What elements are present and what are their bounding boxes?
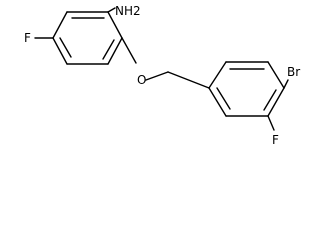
bond bbox=[52, 11, 68, 39]
bond bbox=[208, 87, 227, 117]
bond bbox=[208, 61, 227, 89]
bromo-label: Br bbox=[287, 65, 300, 79]
fluoro-right-label: F bbox=[272, 133, 279, 147]
molecule-svg: NH2 F O Br F bbox=[24, 4, 300, 147]
bond bbox=[107, 11, 123, 39]
bond-to-bromo bbox=[283, 79, 289, 89]
bond bbox=[267, 61, 285, 89]
double-bond-inner bbox=[102, 39, 115, 60]
double-bond-inner bbox=[263, 89, 277, 111]
right-benzene-ring bbox=[208, 61, 285, 117]
bond-ring-to-oxygen bbox=[121, 37, 137, 64]
double-bond-inner bbox=[216, 87, 231, 110]
ether-oxygen-label: O bbox=[137, 73, 146, 87]
bond-oxygen-to-ch2 bbox=[145, 71, 169, 81]
bond-to-fluoro-right bbox=[267, 115, 275, 131]
amine-label: NH2 bbox=[115, 4, 141, 18]
bond-ch2-to-ring bbox=[167, 71, 210, 89]
double-bond-inner bbox=[59, 37, 72, 58]
left-benzene-ring bbox=[52, 11, 123, 65]
bond bbox=[52, 37, 68, 65]
bond bbox=[107, 37, 123, 65]
fluoro-left-label: F bbox=[24, 31, 31, 45]
bond-to-amine bbox=[107, 7, 116, 13]
bond bbox=[267, 87, 285, 117]
structure-diagram: NH2 F O Br F bbox=[24, 4, 300, 147]
